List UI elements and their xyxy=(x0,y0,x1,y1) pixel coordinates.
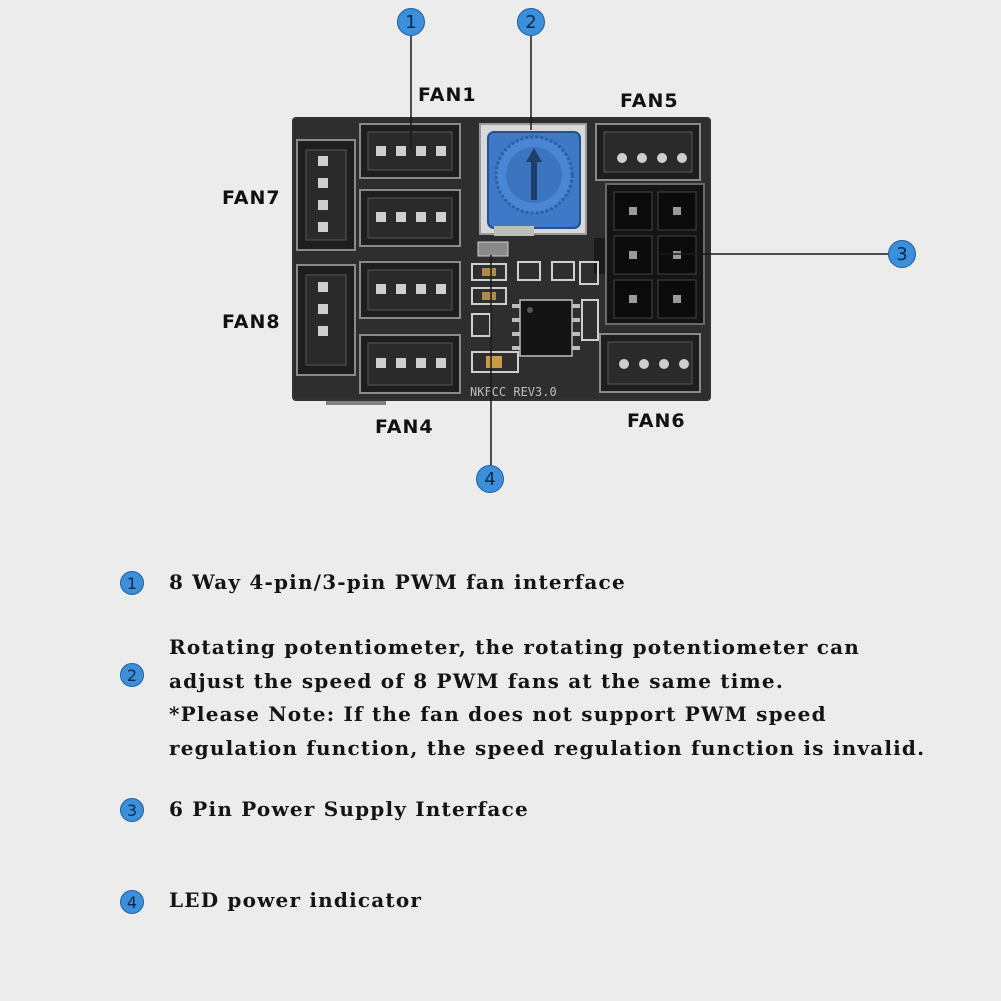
legend-item-2: Rotating potentiometer, the rotating pot… xyxy=(169,631,925,765)
fan-header-row2 xyxy=(359,189,461,247)
legend-item-3: 6 Pin Power Supply Interface xyxy=(169,793,529,827)
legend-item-2-line: regulation function, the speed regulatio… xyxy=(169,735,926,760)
label-fan5: FAN5 xyxy=(620,90,679,112)
label-fan7: FAN7 xyxy=(222,187,281,209)
potentiometer xyxy=(479,123,587,235)
marker-1: 1 xyxy=(397,8,425,36)
legend-marker-3: 3 xyxy=(120,798,144,822)
legend-item-2-line: Rotating potentiometer, the rotating pot… xyxy=(169,635,861,659)
legend-marker-2: 2 xyxy=(120,663,144,687)
fan5-header xyxy=(595,123,701,181)
fan-hub-board: NKFCC REV3.0 xyxy=(292,35,890,465)
board-silkscreen: NKFCC REV3.0 xyxy=(470,385,557,399)
marker-2: 2 xyxy=(517,8,545,36)
legend-item-3-line: 6 Pin Power Supply Interface xyxy=(169,797,529,821)
smd-components xyxy=(471,226,599,373)
callout-lines xyxy=(410,35,890,465)
fan8-header xyxy=(296,264,356,376)
legend-item-2-line: adjust the speed of 8 PWM fans at the sa… xyxy=(169,668,784,693)
legend-marker-1: 1 xyxy=(120,571,144,595)
legend-item-1-line: 8 Way 4-pin/3-pin PWM fan interface xyxy=(169,570,626,594)
label-fan6: FAN6 xyxy=(627,410,686,432)
legend-item-4-line: LED power indicator xyxy=(169,888,423,912)
legend-marker-4: 4 xyxy=(120,890,144,914)
marker-3: 3 xyxy=(888,240,916,268)
legend-item-1: 8 Way 4-pin/3-pin PWM fan interface xyxy=(169,566,626,600)
fan6-header xyxy=(599,333,701,393)
label-fan1: FAN1 xyxy=(418,84,477,106)
label-fan8: FAN8 xyxy=(222,311,281,333)
label-fan4: FAN4 xyxy=(375,416,434,438)
fan-header-row3 xyxy=(359,261,461,319)
fan7-header xyxy=(296,139,356,251)
fan-header-row4 xyxy=(359,334,461,394)
fan-header-row1 xyxy=(359,123,461,179)
legend-item-4: LED power indicator xyxy=(169,884,422,918)
legend-item-2-line: *Please Note: If the fan does not suppor… xyxy=(169,702,827,726)
marker-4: 4 xyxy=(476,465,504,493)
